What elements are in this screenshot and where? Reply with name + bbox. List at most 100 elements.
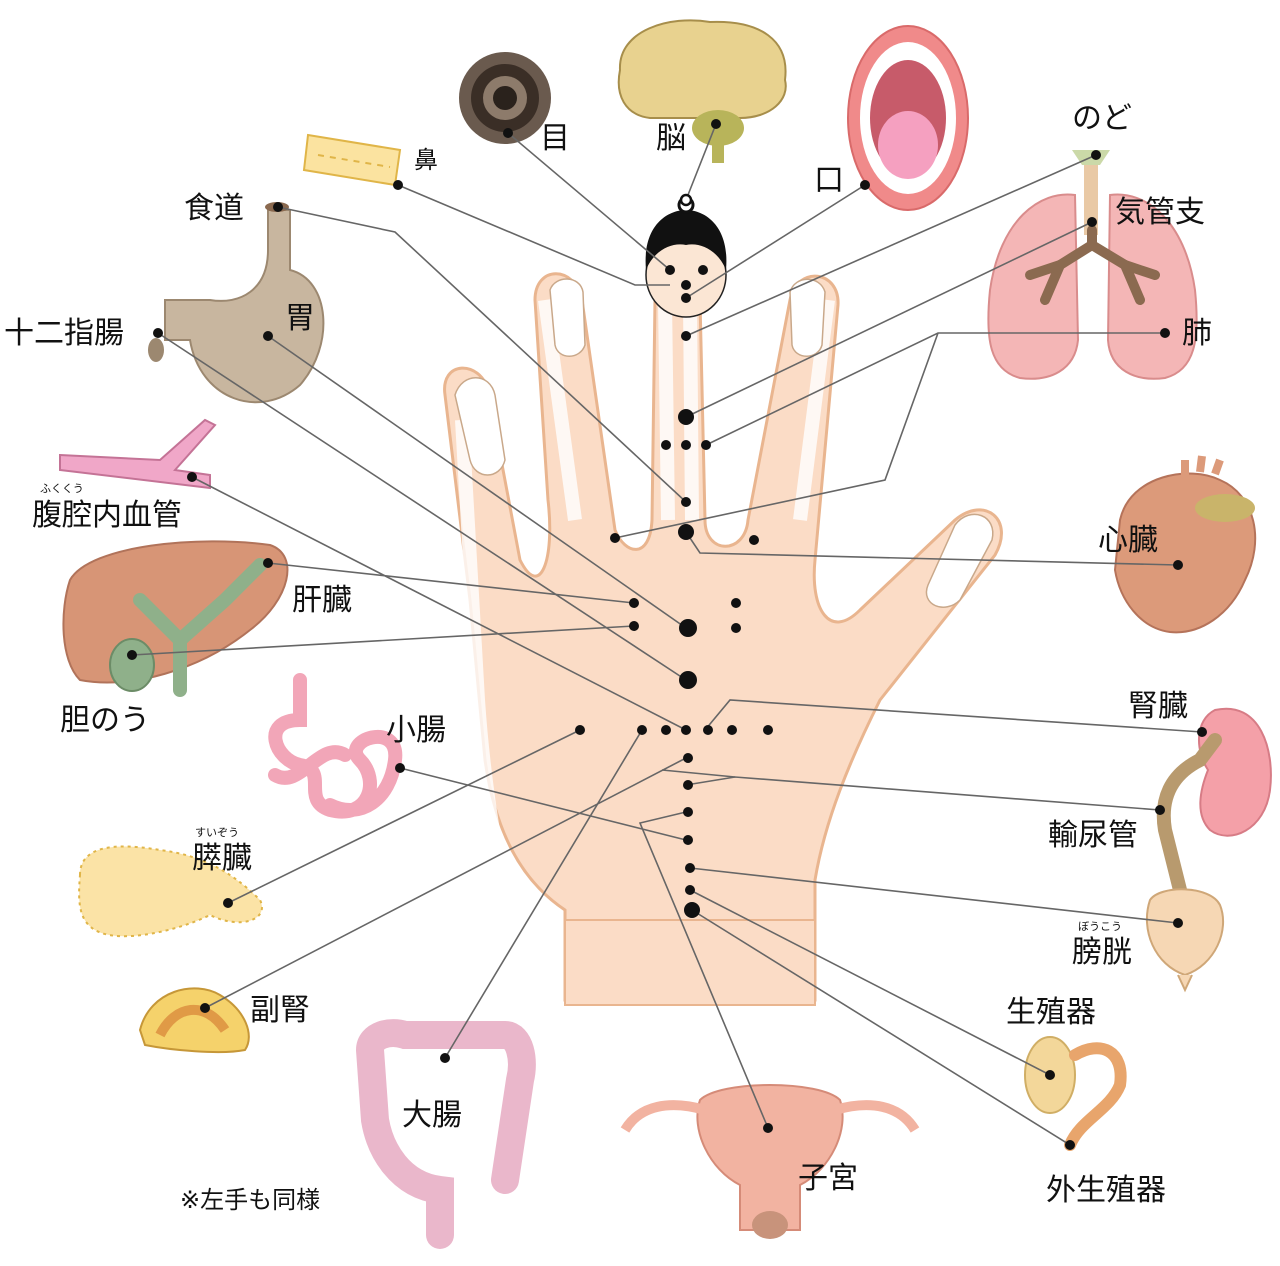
- point-icon: [127, 650, 137, 660]
- point-icon: [1197, 727, 1207, 737]
- point-icon: [683, 835, 693, 845]
- point-icon: [678, 409, 694, 425]
- point-icon: [629, 621, 639, 631]
- point-icon: [503, 128, 513, 138]
- point-icon: [440, 1053, 450, 1063]
- hair: [645, 210, 727, 270]
- eye-icon: [459, 52, 551, 144]
- label-esophagus: 食道: [184, 191, 244, 226]
- label-duodenum: 十二指腸: [4, 316, 124, 351]
- point-icon: [153, 328, 163, 338]
- leader-external-genitals: [691, 909, 1071, 1146]
- label-nose: 鼻: [414, 146, 438, 174]
- blood-vessel-icon: [59, 418, 217, 490]
- point-icon: [1155, 805, 1165, 815]
- organ-icons: [59, 19, 1272, 1249]
- mini-hand-3: [789, 278, 826, 357]
- point-icon: [681, 497, 691, 507]
- point-icon: [731, 623, 741, 633]
- wrist: [564, 919, 816, 1006]
- label-external-genitals: 外生殖器: [1046, 1173, 1166, 1208]
- brain-icon: [617, 19, 787, 163]
- ruby-pancreas: すいぞう: [195, 826, 239, 839]
- point-icon: [1087, 217, 1097, 227]
- large-intestine-icon: [355, 1019, 536, 1249]
- uterus-icon: [620, 1084, 920, 1239]
- point-icon: [731, 598, 741, 608]
- point-icon: [629, 598, 639, 608]
- point-icon: [681, 280, 691, 290]
- label-pancreas: 膵臓: [192, 841, 252, 876]
- label-gallbladder: 胆のう: [60, 703, 150, 738]
- leader-duodenum: [157, 332, 687, 681]
- duodenum-icon: [148, 338, 164, 362]
- label-eye: 目: [540, 121, 570, 156]
- kidney-icon: [1197, 707, 1272, 837]
- label-genitals: 生殖器: [1006, 995, 1096, 1030]
- label-heart: 心臓: [1098, 523, 1158, 558]
- point-icon: [661, 725, 671, 735]
- point-icon: [661, 440, 671, 450]
- leader-nose: [397, 184, 670, 286]
- heart-icon: [1113, 455, 1257, 634]
- adrenal-icon: [138, 987, 250, 1054]
- mini-hand-1: [454, 377, 506, 476]
- leader-vessel: [191, 476, 687, 731]
- point-icon: [1173, 918, 1183, 928]
- point-icon: [683, 780, 693, 790]
- ruby-bladder: ぼうこう: [1078, 920, 1122, 933]
- point-icon: [763, 725, 773, 735]
- point-icon: [575, 725, 585, 735]
- leader-heart: [685, 531, 1179, 566]
- mini-hand-4: [925, 513, 994, 608]
- point-icon: [395, 763, 405, 773]
- point-icon: [678, 524, 694, 540]
- leader-small-intestine: [399, 767, 687, 841]
- small-intestine-icon: [268, 673, 403, 819]
- finger-mini-hands: [454, 278, 994, 608]
- point-icon: [679, 193, 693, 207]
- leader-brain: [685, 123, 717, 201]
- label-brain: 脳: [656, 121, 686, 156]
- label-bladder: 膀胱: [1072, 935, 1132, 970]
- point-icon: [685, 885, 695, 895]
- leader-gallbladder: [131, 625, 635, 656]
- point-icon: [679, 619, 697, 637]
- external-genitals-icon: [1064, 1042, 1127, 1151]
- leader-bladder: [689, 867, 1179, 924]
- leader-adrenal: [204, 757, 687, 1009]
- point-icon: [681, 293, 691, 303]
- label-large-intestine: 大腸: [402, 1098, 462, 1133]
- bronchi-icon: [1025, 225, 1160, 305]
- reflex-points: [127, 119, 1207, 1150]
- mini-hand-2: [549, 278, 586, 357]
- ureter-icon: [1156, 733, 1222, 897]
- point-icon: [1091, 150, 1101, 160]
- leader-throat: [685, 154, 1097, 337]
- label-liver: 肝臓: [292, 583, 352, 618]
- leader-lines: [131, 123, 1203, 1146]
- leader-lung-2: [614, 332, 939, 539]
- point-icon: [749, 535, 759, 545]
- label-bronchi: 気管支: [1115, 195, 1205, 230]
- label-abdominal-vessel: 腹腔内血管: [32, 498, 182, 533]
- label-ureter: 輸尿管: [1048, 818, 1138, 853]
- label-adrenal: 副腎: [250, 993, 310, 1028]
- point-icon: [679, 671, 697, 689]
- mouth-icon: [847, 25, 969, 211]
- point-icon: [698, 265, 708, 275]
- point-icon: [860, 180, 870, 190]
- organ-labels: 鼻 目 脳 口 のど 気管支 肺 食道 胃 十二指腸 ふくくう 腹腔内血管 肝臓…: [4, 101, 1212, 1214]
- point-icon: [681, 725, 691, 735]
- point-icon: [393, 180, 403, 190]
- point-icon: [1173, 560, 1183, 570]
- leader-pancreas: [227, 729, 581, 904]
- point-icon: [223, 898, 233, 908]
- stomach-icon: [164, 209, 325, 404]
- ruby-abdominal-vessel: ふくくう: [40, 482, 84, 495]
- hand-outline: [443, 272, 1003, 1002]
- leader-esophagus: [277, 206, 687, 503]
- label-stomach: 胃: [285, 301, 315, 336]
